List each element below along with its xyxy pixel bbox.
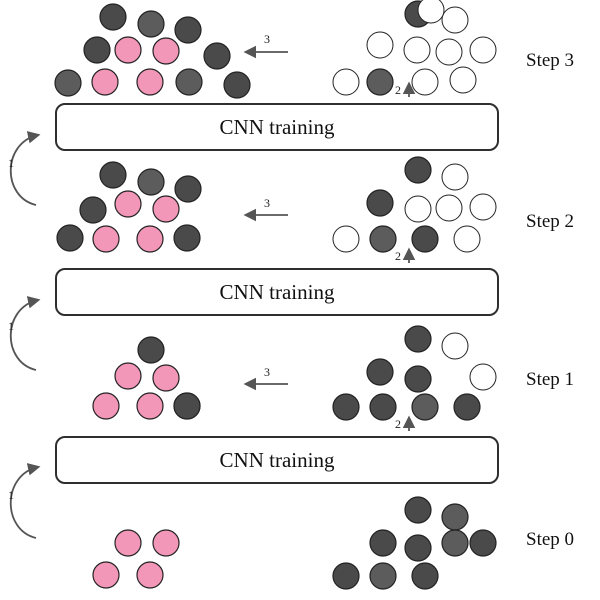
sample-circle-labeled	[152, 195, 180, 223]
sample-circle-labeled	[92, 225, 120, 253]
sample-circle-unlabeled	[449, 66, 477, 94]
arrow-3-label-step-2: 3	[264, 196, 270, 210]
step-label-2: Step 2	[526, 211, 575, 232]
sample-circle-unlabeled	[441, 332, 469, 360]
sample-circles	[54, 0, 497, 590]
sample-circle-pseudo	[369, 562, 397, 590]
sample-circle-pseudo	[404, 534, 432, 562]
sample-circle-pseudo	[79, 196, 107, 224]
arrow-2-label-step-2: 2	[395, 249, 401, 263]
loop-arrow-label-step-1: 1	[8, 488, 14, 502]
sample-circle-pseudo	[366, 189, 394, 217]
sample-circle-labeled	[136, 561, 164, 589]
sample-circle-unlabeled	[453, 225, 481, 253]
sample-circle-pseudo	[203, 42, 231, 70]
sample-circle-labeled	[92, 561, 120, 589]
sample-circle-labeled	[152, 364, 180, 392]
sample-circle-pseudo	[411, 393, 439, 421]
step-label-0: Step 0	[526, 529, 575, 550]
sample-circle-pseudo	[404, 496, 432, 524]
sample-circle-pseudo	[137, 168, 165, 196]
sample-circle-unlabeled	[332, 68, 360, 96]
loop-arrow-label-step-3: 1	[8, 156, 14, 170]
step-label-1: Step 1	[526, 369, 575, 390]
sample-circle-unlabeled	[441, 163, 469, 191]
cnn-training-box-step-3: CNN training	[55, 103, 499, 151]
sample-circle-pseudo	[441, 529, 469, 557]
sample-circle-pseudo	[366, 358, 394, 386]
sample-circle-pseudo	[453, 393, 481, 421]
arrow-2-label-step-3: 2	[395, 83, 401, 97]
arrow-3-label-step-3: 3	[264, 32, 270, 46]
sample-circle-labeled	[136, 68, 164, 96]
sample-circle-pseudo	[99, 3, 127, 31]
loop-arrow-1	[9, 131, 41, 206]
sample-circle-unlabeled	[417, 0, 445, 24]
step-label-3: Step 3	[526, 50, 575, 71]
sample-circle-pseudo	[404, 325, 432, 353]
sample-circle-labeled	[152, 529, 180, 557]
sample-circle-labeled	[114, 529, 142, 557]
sample-circle-pseudo	[175, 68, 203, 96]
loop-arrow-3	[9, 463, 41, 539]
sample-circle-unlabeled	[366, 31, 394, 59]
sample-circle-pseudo	[332, 562, 360, 590]
sample-circle-pseudo	[469, 529, 497, 557]
sample-circle-pseudo	[223, 71, 251, 99]
sample-circle-unlabeled	[404, 195, 432, 223]
sample-circle-unlabeled	[469, 363, 497, 391]
sample-circle-labeled	[114, 362, 142, 390]
sample-circle-pseudo	[369, 225, 397, 253]
sample-circle-labeled	[91, 68, 119, 96]
sample-circle-labeled	[92, 392, 120, 420]
sample-circle-labeled	[152, 37, 180, 65]
sample-circle-pseudo	[441, 503, 469, 531]
sample-circle-unlabeled	[441, 6, 469, 34]
sample-circle-pseudo	[173, 392, 201, 420]
sample-circle-pseudo	[83, 36, 111, 64]
sample-circle-pseudo	[411, 225, 439, 253]
sample-circle-pseudo	[137, 336, 165, 364]
sample-circle-labeled	[114, 190, 142, 218]
arrow-3-label-step-1: 3	[264, 365, 270, 379]
sample-circle-pseudo	[366, 68, 394, 96]
sample-circle-unlabeled	[469, 193, 497, 221]
sample-circle-pseudo	[369, 393, 397, 421]
sample-circle-unlabeled	[435, 38, 463, 66]
sample-circle-unlabeled	[411, 68, 439, 96]
sample-circle-pseudo	[404, 156, 432, 184]
sample-circle-pseudo	[369, 529, 397, 557]
sample-circle-pseudo	[99, 161, 127, 189]
loop-arrow-2	[9, 296, 41, 371]
sample-circle-labeled	[136, 392, 164, 420]
cnn-training-box-step-1: CNN training	[55, 436, 499, 484]
sample-circle-unlabeled	[332, 225, 360, 253]
sample-circle-pseudo	[56, 224, 84, 252]
arrow-2-label-step-1: 2	[395, 417, 401, 431]
sample-circle-pseudo	[174, 175, 202, 203]
sample-circle-unlabeled	[435, 194, 463, 222]
sample-circle-unlabeled	[469, 36, 497, 64]
sample-circle-pseudo	[411, 562, 439, 590]
sample-circle-pseudo	[54, 69, 82, 97]
sample-circle-pseudo	[137, 10, 165, 38]
sample-circle-pseudo	[404, 365, 432, 393]
loop-arrow-label-step-2: 1	[8, 319, 14, 333]
cnn-training-box-step-2: CNN training	[55, 268, 499, 316]
sample-circle-pseudo	[174, 16, 202, 44]
sample-circle-pseudo	[173, 224, 201, 252]
sample-circle-labeled	[136, 225, 164, 253]
sample-circle-unlabeled	[403, 36, 431, 64]
sample-circle-pseudo	[332, 393, 360, 421]
sample-circle-labeled	[114, 36, 142, 64]
process-arrows	[9, 45, 416, 539]
